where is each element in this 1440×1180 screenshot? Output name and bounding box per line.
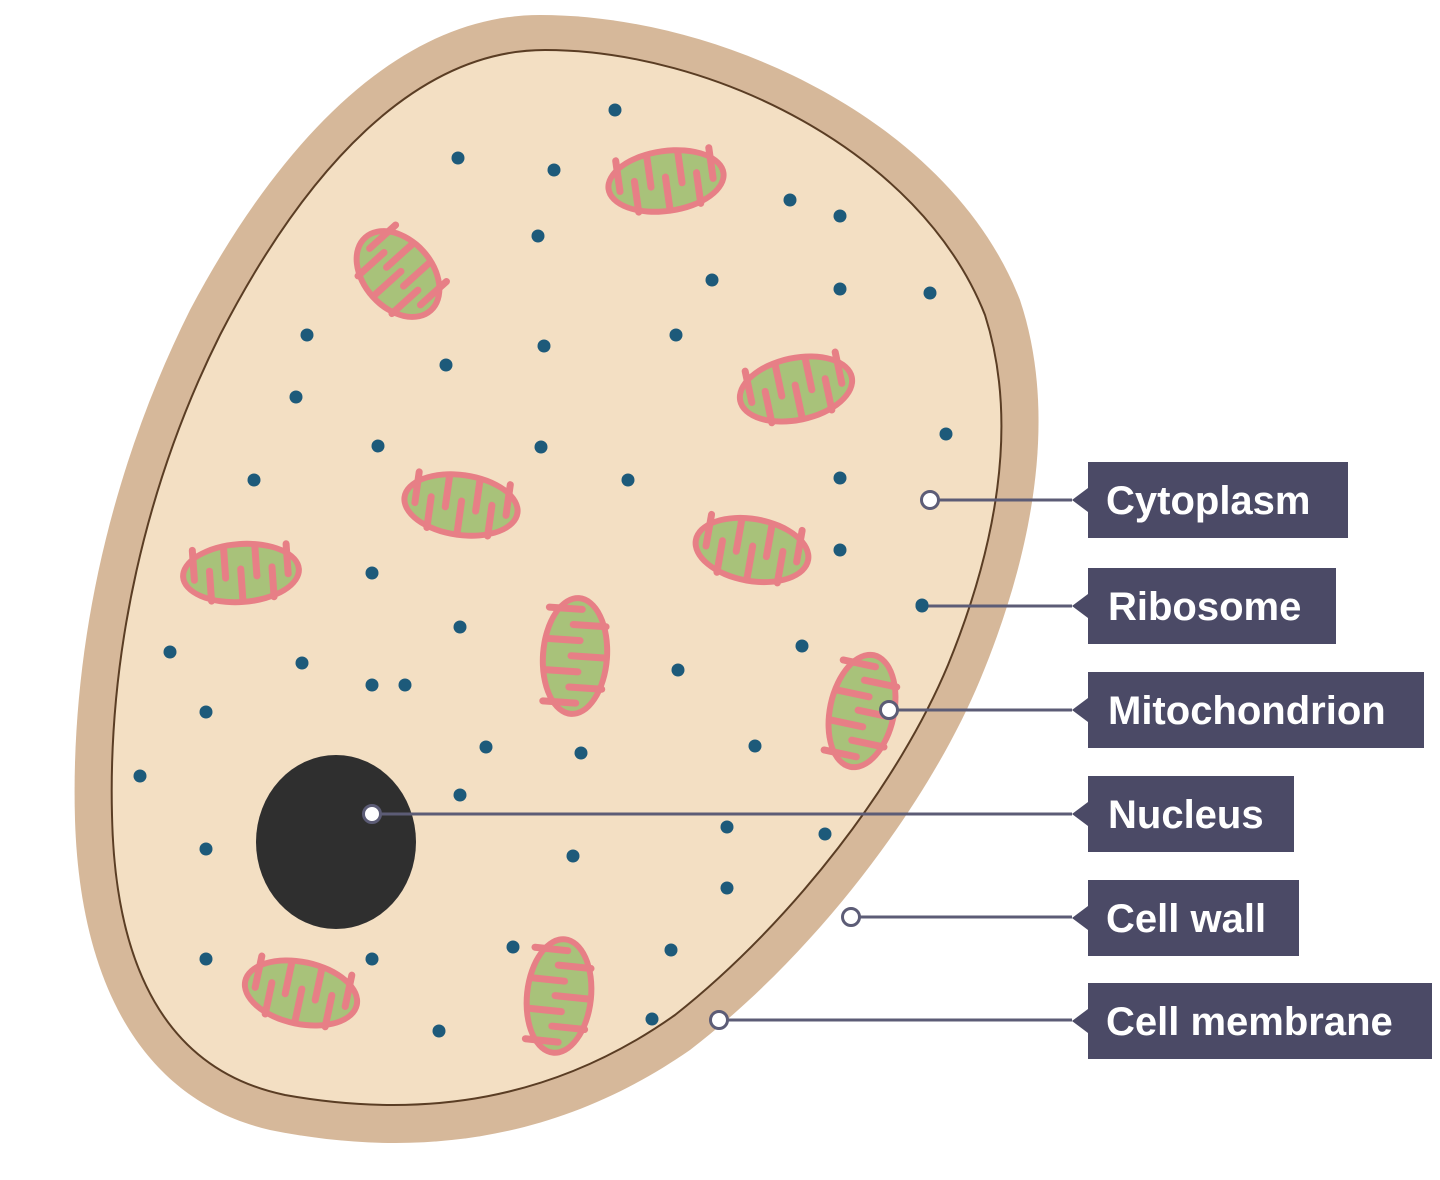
label-cytoplasm-text: Cytoplasm [1106, 479, 1311, 523]
ribosome-dot [705, 273, 719, 287]
ribosome-dot [534, 440, 548, 454]
ribosome-dot [163, 645, 177, 659]
ribosome-dot [432, 1024, 446, 1038]
ribosome-dot [621, 473, 635, 487]
label-cell-wall: Cell wall [1072, 880, 1299, 956]
mitochondrion [521, 936, 595, 1056]
ribosome-dot [365, 678, 379, 692]
ribosome-dot [939, 427, 953, 441]
label-nucleus: Nucleus [1072, 776, 1294, 852]
ribosome-dot [365, 952, 379, 966]
ribosome-dot [451, 151, 465, 165]
label-cell-membrane: Cell membrane [1072, 983, 1432, 1059]
ribosome-dot [199, 842, 213, 856]
ribosome-dot [608, 103, 622, 117]
mitochondrion [401, 468, 521, 540]
ribosome-dot [566, 849, 580, 863]
ribosome-dot [818, 827, 832, 841]
ribosome-dot [833, 282, 847, 296]
ribosome-dot [289, 390, 303, 404]
ribosome-dot [531, 229, 545, 243]
ribosome-dot [453, 788, 467, 802]
ribosome-dot [671, 663, 685, 677]
pointer-dot-cell-wall [841, 907, 861, 927]
pointer-dot-nucleus [362, 804, 382, 824]
ribosome-dot [664, 943, 678, 957]
mitochondrion [539, 595, 611, 717]
ribosome-dot [365, 566, 379, 580]
ribosome-dot [645, 1012, 659, 1026]
ribosome-dot [748, 739, 762, 753]
pointer-dot-mitochondrion [879, 700, 899, 720]
ribosome-dot [537, 339, 551, 353]
ribosomes [133, 103, 953, 1038]
ribosome-dot [669, 328, 683, 342]
mitochondrion [692, 510, 812, 587]
label-mitochondrion-text: Mitochondrion [1108, 689, 1386, 733]
ribosome-dot [833, 209, 847, 223]
ribosome-dot [720, 820, 734, 834]
mitochondrion [605, 144, 727, 216]
label-nucleus-text: Nucleus [1108, 793, 1264, 837]
label-cell-wall-text: Cell wall [1106, 897, 1266, 941]
ribosome-dot [795, 639, 809, 653]
leader-lines [362, 490, 1072, 1030]
ribosome-dot [506, 940, 520, 954]
ribosome-dot [199, 952, 213, 966]
ribosome-dot [833, 471, 847, 485]
ribosome-dot [133, 769, 147, 783]
ribosome-dot [371, 439, 385, 453]
ribosome-dot [923, 286, 937, 300]
ribosome-dot [247, 473, 261, 487]
label-mitochondrion: Mitochondrion [1072, 672, 1424, 748]
ribosome-dot [300, 328, 314, 342]
nucleus [256, 755, 416, 929]
ribosome-pointer-dot [915, 599, 929, 613]
mitochondrion [241, 952, 361, 1031]
mitochondrion [353, 221, 450, 320]
ribosome-dot [439, 358, 453, 372]
ribosome-dot [398, 678, 412, 692]
ribosome-dot [574, 746, 588, 760]
label-cell-membrane-text: Cell membrane [1106, 1000, 1393, 1044]
ribosome-dot [199, 705, 213, 719]
ribosome-dot [833, 543, 847, 557]
label-ribosome: Ribosome [1072, 568, 1336, 644]
ribosome-dot [295, 656, 309, 670]
mitochondria [180, 144, 901, 1056]
pointer-dot-cytoplasm [920, 490, 940, 510]
ribosome-dot [783, 193, 797, 207]
ribosome-dot [479, 740, 493, 754]
mitochondrion [736, 348, 856, 427]
mitochondrion [180, 540, 302, 606]
ribosome-dot [547, 163, 561, 177]
ribosome-dot [453, 620, 467, 634]
ribosome-dot [720, 881, 734, 895]
pointer-dot-cell-membrane [709, 1010, 729, 1030]
label-cytoplasm: Cytoplasm [1072, 462, 1348, 538]
label-ribosome-text: Ribosome [1108, 585, 1301, 629]
